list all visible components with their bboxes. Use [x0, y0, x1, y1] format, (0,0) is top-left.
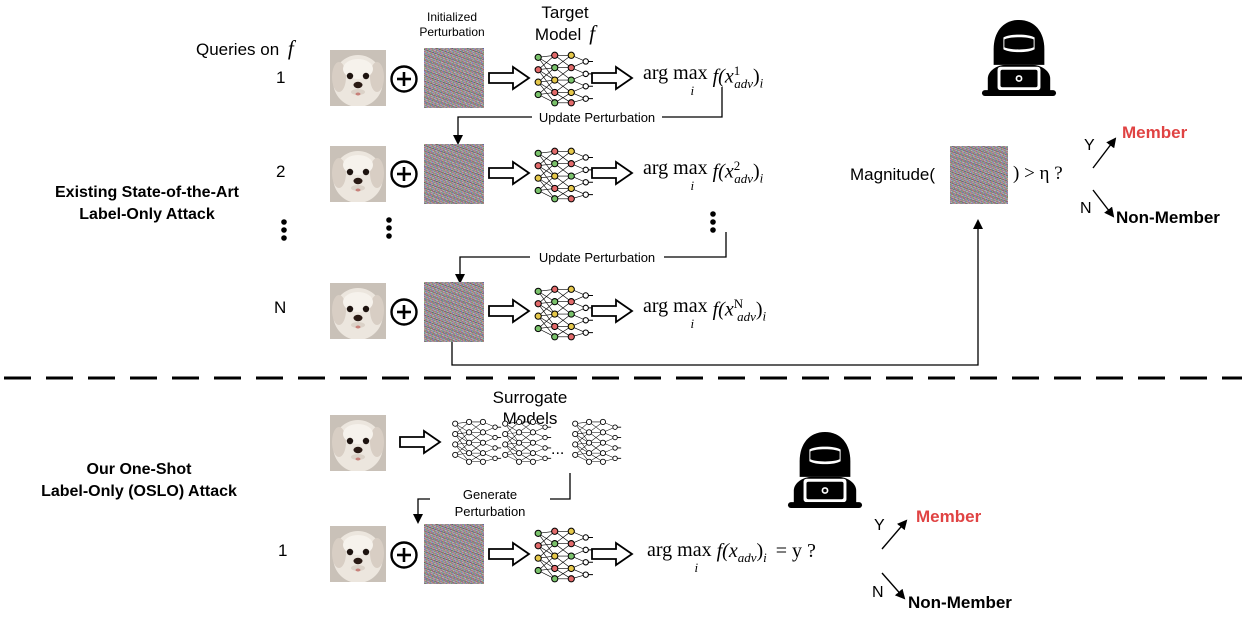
- non-member-label-bottom: Non-Member: [908, 593, 1012, 612]
- hollow-arrow-icon: [590, 298, 634, 324]
- update-perturbation-label-2: Update Perturbation: [530, 250, 664, 265]
- hacker-icon: [980, 18, 1058, 98]
- bottom-section-label-line2: Label-Only (OSLO) Attack: [41, 483, 237, 500]
- argmax-expression-bottom: arg max i f(xadv)i = y ?: [647, 539, 816, 575]
- noise-perturbation: [424, 282, 484, 342]
- plus-circle-icon: [389, 159, 419, 189]
- yes-label-bottom: Y: [874, 517, 885, 534]
- init-perturbation-label: Initialized Perturbation: [419, 10, 485, 39]
- neural-network-icon: [532, 523, 594, 585]
- noise-perturbation: [424, 144, 484, 204]
- dog-image: [330, 526, 386, 582]
- plus-circle-icon: [389, 297, 419, 327]
- row-index-bottom: 1: [278, 541, 288, 560]
- neural-network-icon: [532, 47, 594, 109]
- bottom-section-label-line1: Our One-Shot: [86, 461, 192, 478]
- neural-network-icon: [570, 415, 622, 467]
- top-section-label-line2: Label-Only Attack: [79, 206, 215, 223]
- member-label-bottom: Member: [916, 507, 982, 526]
- neural-network-icon: [450, 415, 502, 467]
- hollow-arrow-icon: [590, 541, 634, 567]
- yes-label-top: Y: [1084, 137, 1095, 154]
- member-label-top: Member: [1122, 123, 1188, 142]
- hollow-arrow-icon: [590, 160, 634, 186]
- bottom-section-label: Our One-Shot Label-Only (OSLO) Attack: [10, 459, 268, 503]
- plus-circle-icon: [389, 540, 419, 570]
- yes-arrow-bottom: [881, 519, 908, 550]
- surrogate-ellipsis: ...: [551, 441, 565, 458]
- argmax-expression-2: arg max i f(x2adv)i: [643, 157, 764, 193]
- update-perturbation-label-1: Update Perturbation: [532, 110, 662, 125]
- hollow-arrow-icon: [398, 429, 442, 455]
- dog-image: [330, 50, 386, 106]
- queries-label: Queries on f: [196, 36, 294, 60]
- magnitude-label: Magnitude(: [850, 165, 936, 184]
- vertical-ellipsis-icon: [281, 211, 716, 241]
- no-arrow-bottom: [881, 572, 906, 600]
- magnitude-threshold: ) > η ?: [1013, 163, 1063, 184]
- hacker-icon: [786, 430, 864, 510]
- top-section-label: Existing State-of-the-Art Label-Only Att…: [22, 182, 272, 226]
- hollow-arrow-icon: [487, 65, 531, 91]
- hollow-arrow-icon: [590, 65, 634, 91]
- non-member-label-top: Non-Member: [1116, 208, 1220, 227]
- dog-image: [330, 415, 386, 471]
- hollow-arrow-icon: [487, 541, 531, 567]
- no-label-bottom: N: [872, 584, 884, 601]
- noise-perturbation: [424, 48, 484, 108]
- top-section-label-line1: Existing State-of-the-Art: [55, 184, 239, 201]
- neural-network-icon: [532, 143, 594, 205]
- row-index-2: 2: [276, 162, 286, 181]
- neural-network-icon: [500, 415, 552, 467]
- noise-perturbation: [950, 146, 1008, 204]
- row-index-n: N: [274, 298, 287, 317]
- target-symbol: f: [589, 21, 596, 45]
- yes-arrow-top: [1092, 137, 1117, 169]
- no-arrow-top: [1092, 189, 1115, 218]
- dog-image: [330, 283, 386, 339]
- surrogate-models-label: Surrogate Models: [492, 388, 568, 428]
- plus-circle-icon: [389, 64, 419, 94]
- no-label-top: N: [1080, 200, 1092, 217]
- noise-perturbation: [424, 524, 484, 584]
- neural-network-icon: [532, 281, 594, 343]
- row-index-1: 1: [276, 68, 286, 87]
- argmax-expression-1: arg max i f(x1adv)i: [643, 62, 764, 98]
- queries-symbol: f: [287, 36, 294, 60]
- argmax-expression-n: arg max i f(xNadv)i: [643, 295, 767, 331]
- generate-perturbation-label: Generate Perturbation: [430, 486, 550, 520]
- hollow-arrow-icon: [487, 298, 531, 324]
- magnitude-arrow: [451, 219, 983, 366]
- hollow-arrow-icon: [487, 160, 531, 186]
- dog-image: [330, 146, 386, 202]
